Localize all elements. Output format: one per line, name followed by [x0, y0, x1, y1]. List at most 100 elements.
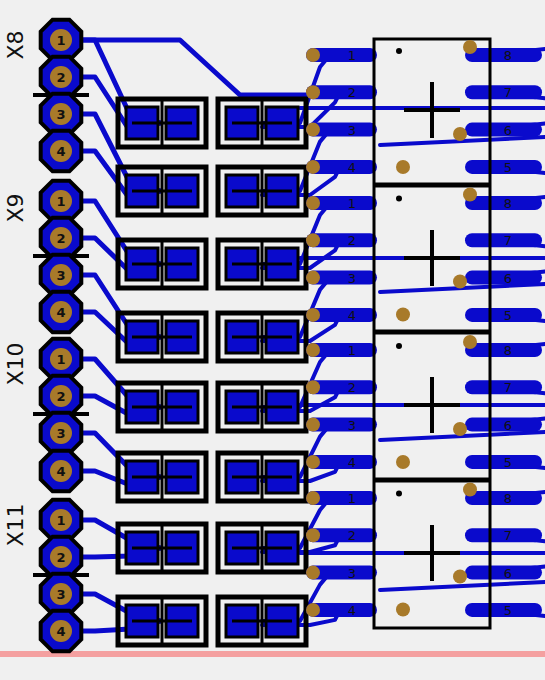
ic-pin-number: 8: [504, 492, 512, 505]
connector-pad: [41, 218, 82, 259]
jumper-bridge: [232, 122, 292, 125]
via-pad: [306, 123, 320, 137]
ic-pin-stub: [472, 233, 535, 247]
pin-number: 4: [56, 625, 65, 638]
pin-number: 3: [56, 588, 65, 601]
ic-cross: [404, 256, 460, 260]
jumper-bridge: [232, 620, 292, 623]
ic-pin-stub: [313, 528, 370, 542]
pin-number: 2: [56, 71, 65, 84]
connector-name: X10: [5, 342, 27, 385]
connector-pad: [41, 57, 82, 98]
pad-hole: [50, 264, 72, 286]
connector-name: X11: [5, 503, 27, 546]
pin-number: 1: [56, 34, 65, 47]
ic-outline: [374, 39, 490, 628]
ic-pin-number: 2: [348, 529, 356, 542]
ic-pin-number: 5: [504, 308, 512, 321]
connector-pad: [41, 131, 82, 172]
ic-pin-number: 2: [348, 381, 356, 394]
jumper-outline: [218, 99, 306, 147]
pin-number: 2: [56, 551, 65, 564]
copper-trace: [300, 551, 545, 555]
pin-number: 3: [56, 427, 65, 440]
jumper-outline: [118, 453, 206, 501]
ic-pin-stub: [472, 491, 535, 505]
pin1-dot: [396, 343, 402, 349]
pad-hole: [50, 460, 72, 482]
ic-pin-stub: [313, 566, 370, 580]
copper-trace: [300, 256, 545, 260]
ic-pin-number: 3: [348, 418, 356, 431]
jumper-outline: [118, 313, 206, 361]
ic-pin-stub: [472, 196, 535, 210]
pad-hole: [50, 190, 72, 212]
pin-number: 1: [56, 514, 65, 527]
ic-pin-number: 3: [348, 566, 356, 579]
jumper-outline: [218, 383, 306, 431]
ic-pin-number: 7: [504, 529, 512, 542]
ic-pin-stub: [313, 271, 370, 285]
ic-pin-stub: [472, 48, 535, 62]
via-pad: [396, 308, 410, 322]
via-pad: [396, 160, 410, 174]
ic-pin-number: 7: [504, 381, 512, 394]
ic-pin-stub: [313, 123, 370, 137]
via-pad: [396, 455, 410, 469]
jumper-outline: [218, 167, 306, 215]
ic-pin-stub: [313, 196, 370, 210]
jumper-bridge: [232, 190, 292, 193]
connector-pad: [41, 94, 82, 135]
ic-divider: [374, 183, 490, 188]
via-pad: [453, 570, 467, 584]
jumper-outline: [118, 99, 206, 147]
connector-pad: [41, 376, 82, 417]
connector-name: X9: [5, 193, 27, 222]
ic-pin-stub: [472, 380, 535, 394]
copper-trace: [300, 403, 545, 407]
pin1-dot: [396, 48, 402, 54]
jumper-bridge: [132, 263, 192, 266]
via-pad: [463, 335, 477, 349]
pin-number: 2: [56, 232, 65, 245]
ic-pin-stub: [313, 85, 370, 99]
ic-pin-number: 8: [504, 197, 512, 210]
jumper-bridge: [232, 336, 292, 339]
connector-name: X8: [5, 30, 27, 59]
ic-pin-stub: [472, 455, 535, 469]
copper-trace: [300, 106, 545, 110]
ic-pin-stub: [472, 85, 535, 99]
ic-pin-number: 1: [348, 197, 356, 210]
ic-pin-number: 6: [504, 123, 512, 136]
via-pad: [306, 233, 320, 247]
ic-pin-stub: [472, 343, 535, 357]
via-pad: [463, 40, 477, 54]
via-pad: [306, 196, 320, 210]
jumper-bridge: [132, 476, 192, 479]
via-pad: [453, 422, 467, 436]
ic-pin-stub: [313, 418, 370, 432]
pad-hole: [50, 348, 72, 370]
ic-cross: [404, 108, 460, 112]
ic-pin-stub: [472, 528, 535, 542]
ic-pin-number: 6: [504, 271, 512, 284]
jumper-bridge: [132, 190, 192, 193]
ic-divider: [374, 478, 490, 483]
ic-pin-stub: [472, 308, 535, 322]
jumper-outline: [118, 383, 206, 431]
ic-pin-stub: [472, 271, 535, 285]
ic-pin-number: 7: [504, 86, 512, 99]
jumper-bridge: [232, 476, 292, 479]
pad-hole: [50, 583, 72, 605]
connector-pad: [41, 255, 82, 296]
ic-pin-stub: [472, 160, 535, 174]
jumper-bridge: [132, 620, 192, 623]
ic-pin-stub: [313, 603, 370, 617]
ic-pin-number: 8: [504, 49, 512, 62]
ic-pin-number: 1: [348, 344, 356, 357]
connector-pad: [41, 500, 82, 541]
jumper-outline: [118, 524, 206, 572]
pin-number: 3: [56, 269, 65, 282]
copper-trace: [380, 582, 545, 590]
